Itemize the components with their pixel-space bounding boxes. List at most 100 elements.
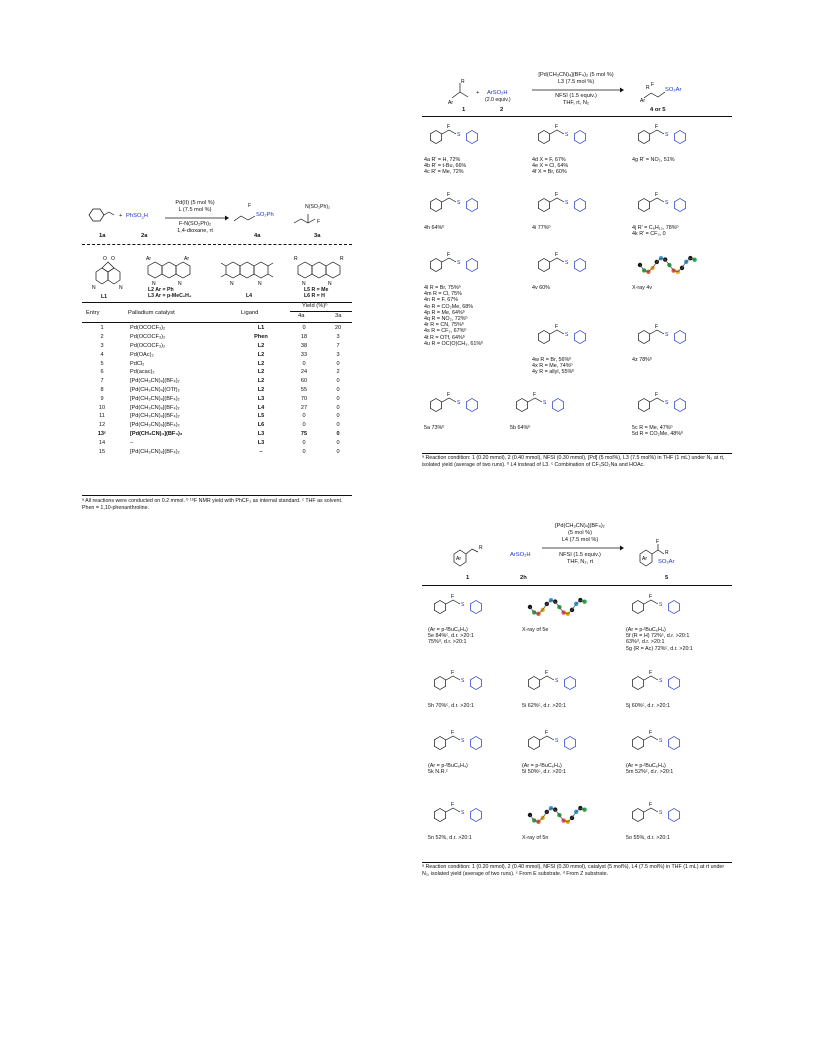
table-cell-lig: L2 xyxy=(257,386,265,393)
label-3a: 3a xyxy=(314,233,321,239)
label-1a: 1a xyxy=(99,233,106,239)
svg-text:F: F xyxy=(447,124,450,130)
table-cell-y3a: 0 xyxy=(336,422,340,429)
svg-text:R: R xyxy=(461,79,465,85)
table-cell-entry: 7 xyxy=(100,378,104,385)
ligand-L5-label: L5 R = Me xyxy=(304,287,329,293)
table-cell-y3a: 3 xyxy=(336,351,340,358)
table-cell-lig: L5 xyxy=(257,413,265,420)
svg-text:F: F xyxy=(555,124,558,130)
molecule-structure: FS xyxy=(430,252,478,272)
table2-label-2: 2 xyxy=(500,107,504,113)
svg-text:F: F xyxy=(649,594,652,600)
table-cell-lig: L2 xyxy=(257,369,265,376)
table-cell-lig: L1 xyxy=(257,325,265,332)
table2-conditions-bottom: NFSI (1.5 equiv.)THF, rt, N₂ xyxy=(555,93,597,106)
molecule-structure: FS xyxy=(538,124,586,144)
svg-text:S: S xyxy=(565,200,569,206)
3a-sulfonimide: N(SO₂Ph)₂ xyxy=(305,204,331,210)
table3-reagent: ArSO₂H xyxy=(510,552,531,558)
table1-conditions-top: Pd(II) (5 mol %)L (7.5 mol %) xyxy=(175,200,215,213)
label-4a: 4a xyxy=(254,233,261,239)
table3-entry: X-ray of 5n xyxy=(522,800,592,841)
svg-text:S: S xyxy=(543,400,547,406)
molecule-structure: FS xyxy=(434,802,482,822)
table2-entry-label: 5b 64%ᵇ xyxy=(510,425,531,431)
table-cell-y3a: 0 xyxy=(336,386,340,393)
ligand-L3-label: L3 Ar = p-MeC₆H₄ xyxy=(148,293,192,299)
table-cell-entry: 15 xyxy=(98,448,106,455)
xray-structure xyxy=(527,805,587,825)
table-cell-lig: – xyxy=(259,448,263,455)
table-cell-entry: 13ᶜ xyxy=(97,430,107,437)
table3-label-1: 1 xyxy=(466,575,470,581)
molecule-structure: FS xyxy=(516,392,564,412)
table-cell-y3a: 0 xyxy=(336,448,340,455)
svg-text:S: S xyxy=(461,602,465,608)
svg-text:F: F xyxy=(545,670,548,676)
svg-text:F: F xyxy=(656,539,659,545)
table-cell-entry: 14 xyxy=(98,439,106,446)
styrene-structure xyxy=(88,208,115,222)
svg-text:S: S xyxy=(457,400,461,406)
molecule-structure: FS xyxy=(638,192,686,212)
alkene-substrate: Ar R xyxy=(448,79,469,106)
table2-reagent: ArSO₂H xyxy=(487,90,508,96)
4a-sulfonyl: SO₂Ph xyxy=(256,212,274,218)
svg-text:F: F xyxy=(651,82,654,88)
table2-label-4or5: 4 or 5 xyxy=(650,107,666,113)
table-cell-lig: L2 xyxy=(257,342,265,349)
table-cell-lig: L3 xyxy=(257,395,265,402)
4a-fluorine: F xyxy=(248,203,252,209)
reaction-arrow xyxy=(165,215,229,221)
molecule-structure: FS xyxy=(434,670,482,690)
table-cell-y4a: 0 xyxy=(302,360,306,367)
table2-entry-label: X-ray 4v xyxy=(632,285,653,291)
svg-text:F: F xyxy=(555,192,558,198)
svg-text:Ar: Ar xyxy=(640,98,645,104)
table1-header-3a: 3a xyxy=(335,313,342,319)
table3-label-5: 5 xyxy=(665,575,669,581)
label-2a: 2a xyxy=(141,233,148,239)
table-cell-lig: L3 xyxy=(257,430,265,437)
table2-label-1: 1 xyxy=(462,107,466,113)
svg-text:F: F xyxy=(649,730,652,736)
table-cell-entry: 9 xyxy=(100,395,104,402)
table-cell-entry: 8 xyxy=(100,386,104,393)
table1-header-catalyst: Palladium catalyst xyxy=(128,310,175,316)
table3-entry: X-ray of 5e xyxy=(522,592,592,633)
svg-text:R: R xyxy=(665,550,669,556)
table-cell-y4a: 18 xyxy=(300,334,308,341)
table2-top-rule xyxy=(422,116,732,117)
molecule-structure: FS xyxy=(632,670,680,690)
table2-entry-label: 4l R = Br, 75%ᵇ 4m R = Cl, 75% 4n R = F,… xyxy=(424,285,484,347)
table3-entry-label: (Ar = p-ᵗBuC₆H₄) 5l 50%ᶜ, d.r. >20:1 xyxy=(522,763,567,776)
svg-text:F: F xyxy=(447,192,450,198)
table-cell-cat: [Pd(CH₃CN)₄](BF₄)₂ xyxy=(130,395,180,402)
table-cell-y4a: 0 xyxy=(302,325,306,332)
svg-text:F: F xyxy=(655,324,658,330)
table3-entry-label: X-ray of 5e xyxy=(522,627,549,633)
table-cell-lig: L6 xyxy=(257,422,265,429)
svg-text:N: N xyxy=(119,285,123,291)
table-cell-y4a: 33 xyxy=(300,351,308,358)
table2-entry-label: 4z 78%ᵇ xyxy=(632,357,653,363)
table-cell-cat: Pd(acac)₂ xyxy=(130,369,155,376)
svg-text:N: N xyxy=(92,285,96,291)
table-cell-entry: 12 xyxy=(98,422,106,429)
